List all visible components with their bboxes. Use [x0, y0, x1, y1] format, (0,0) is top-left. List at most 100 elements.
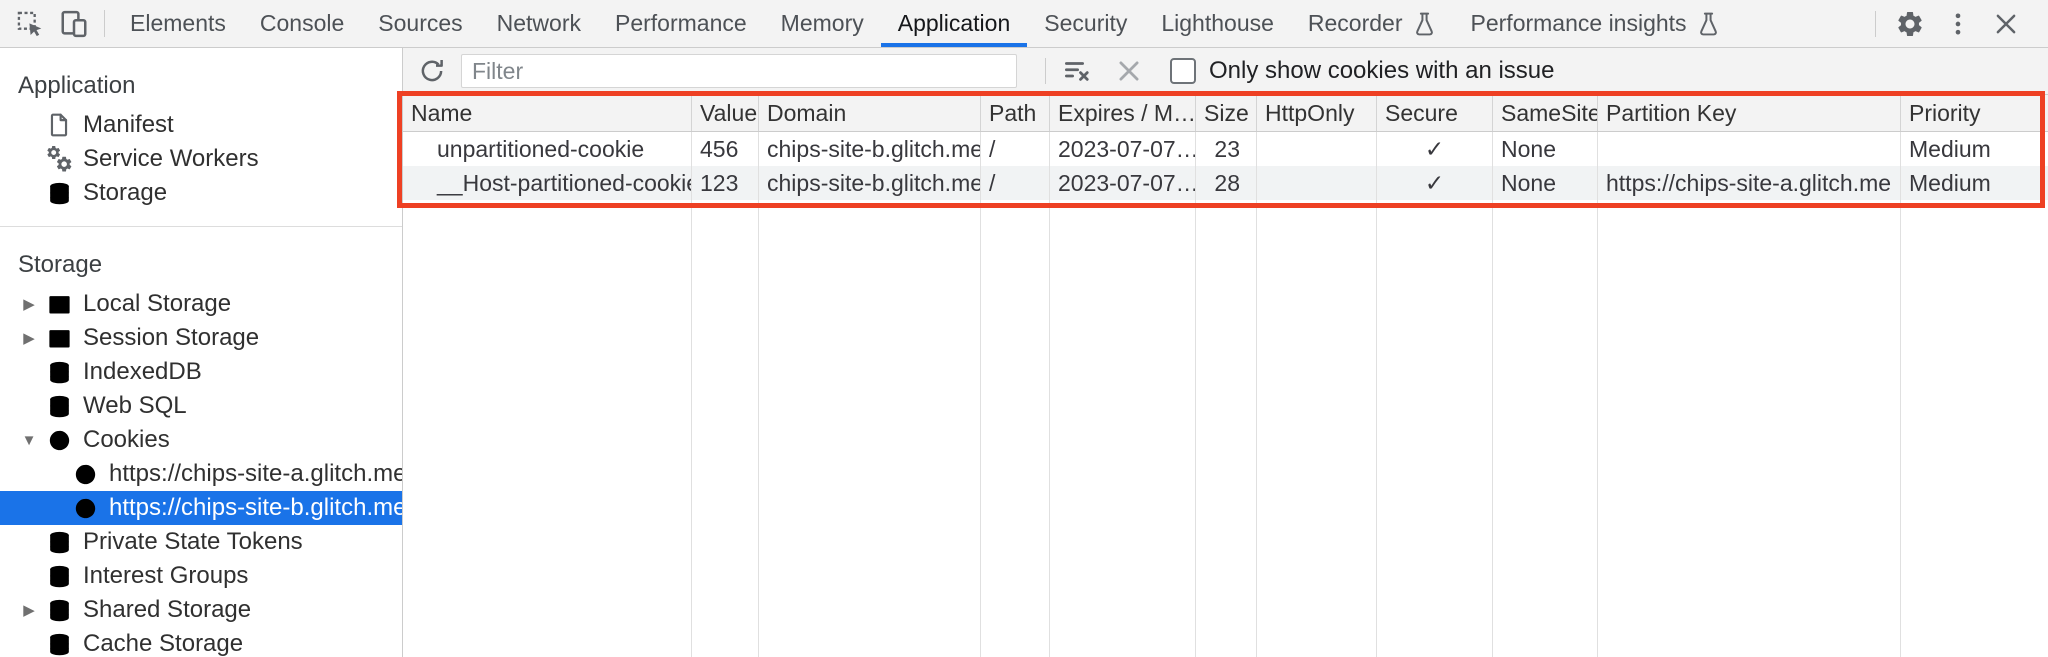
cell-path[interactable]: /	[981, 132, 1050, 166]
column-header-httponly[interactable]: HttpOnly	[1257, 95, 1377, 131]
tab-elements[interactable]: Elements	[113, 0, 243, 47]
tab-label: Memory	[780, 10, 864, 36]
sidebar-item-label: Storage	[83, 179, 168, 206]
sidebar-item-private-state-tokens[interactable]: Private State Tokens	[0, 525, 402, 559]
sidebar-item-session-storage[interactable]: ▶ Session Storage	[0, 321, 402, 355]
column-header-size[interactable]: Size	[1196, 95, 1257, 131]
sidebar-item-storage[interactable]: Storage	[0, 176, 402, 210]
sidebar-item-cache-storage[interactable]: Cache Storage	[0, 627, 402, 657]
cell-partition-key[interactable]: https://chips-site-a.glitch.me	[1598, 166, 1901, 200]
cell-httponly[interactable]	[1257, 132, 1377, 166]
sidebar-item-label: Session Storage	[83, 324, 260, 351]
tabbar-right-controls	[1865, 0, 2048, 47]
database-icon	[44, 595, 74, 625]
tab-label: Performance insights	[1470, 10, 1687, 36]
column-header-partition-key[interactable]: Partition Key	[1598, 95, 1901, 131]
tab-network[interactable]: Network	[480, 0, 598, 47]
cell-priority[interactable]: Medium	[1909, 135, 1991, 162]
cell-samesite[interactable]: None	[1493, 166, 1598, 200]
tab-security[interactable]: Security	[1027, 0, 1144, 47]
sidebar-item-shared-storage[interactable]: ▶ Shared Storage	[0, 593, 402, 627]
tab-memory[interactable]: Memory	[764, 0, 881, 47]
cell-value[interactable]: 123	[692, 166, 759, 200]
sidebar-item-label: Private State Tokens	[83, 528, 303, 555]
inspect-element-icon[interactable]	[8, 0, 52, 47]
column-header-value[interactable]: Value	[692, 95, 759, 131]
tab-performance[interactable]: Performance	[598, 0, 764, 47]
column-header-name[interactable]: Name	[403, 95, 692, 131]
database-icon	[44, 629, 74, 657]
sidebar-item-label: https://chips-site-b.glitch.me	[109, 494, 403, 521]
column-header-priority[interactable]: Priority	[1909, 99, 1981, 126]
cell-samesite[interactable]: None	[1493, 132, 1598, 166]
cell-expires[interactable]: 2023-07-07…	[1050, 132, 1196, 166]
cookies-panel: Only show cookies with an issue Name Val…	[397, 48, 2048, 657]
sidebar-item-service-workers[interactable]: Service Workers	[0, 142, 402, 176]
divider	[0, 226, 402, 227]
tab-label: Application	[897, 10, 1011, 36]
devtools-tabbar: Elements Console Sources Network Perform…	[0, 0, 2048, 48]
table-row[interactable]: unpartitioned-cookie 456 chips-site-b.gl…	[403, 132, 2048, 166]
expand-arrow-icon[interactable]: ▶	[23, 330, 35, 347]
table-icon	[44, 289, 74, 319]
tab-label: Elements	[130, 10, 226, 36]
cell-secure-checkmark[interactable]: ✓	[1377, 132, 1493, 166]
cell-value[interactable]: 456	[692, 132, 759, 166]
column-header-domain[interactable]: Domain	[759, 95, 981, 131]
column-header-expires[interactable]: Expires / M…	[1050, 95, 1196, 131]
cell-domain[interactable]: chips-site-b.glitch.me	[759, 166, 981, 200]
sidebar-item-local-storage[interactable]: ▶ Local Storage	[0, 287, 402, 321]
refresh-icon[interactable]	[415, 54, 449, 88]
sidebar-item-cookies-chips-site-a[interactable]: https://chips-site-a.glitch.me	[0, 457, 402, 491]
database-icon	[44, 527, 74, 557]
sidebar-item-web-sql[interactable]: Web SQL	[0, 389, 402, 423]
expand-arrow-icon[interactable]: ▶	[23, 296, 35, 313]
clear-x-icon[interactable]	[1114, 56, 1144, 86]
sidebar-item-label: Local Storage	[83, 290, 232, 317]
cell-name[interactable]: unpartitioned-cookie	[403, 132, 692, 166]
sidebar-item-label: Cache Storage	[83, 630, 244, 657]
cell-size[interactable]: 28	[1196, 166, 1257, 200]
cell-path[interactable]: /	[981, 166, 1050, 200]
cell-httponly[interactable]	[1257, 166, 1377, 200]
section-title-application: Application	[18, 72, 136, 99]
tab-application[interactable]: Application	[881, 0, 1028, 47]
more-vert-icon[interactable]	[1934, 10, 1982, 38]
tab-recorder[interactable]: Recorder	[1291, 0, 1454, 47]
tab-performance-insights[interactable]: Performance insights	[1454, 0, 1738, 47]
column-gridlines	[403, 95, 2048, 657]
tab-sources[interactable]: Sources	[361, 0, 479, 47]
tab-lighthouse[interactable]: Lighthouse	[1144, 0, 1291, 47]
sidebar-item-label: IndexedDB	[83, 358, 202, 385]
sidebar-item-interest-groups[interactable]: Interest Groups	[0, 559, 402, 593]
tab-label: Network	[496, 10, 581, 36]
only-show-issue-checkbox[interactable]	[1170, 58, 1196, 84]
collapse-arrow-icon[interactable]: ▼	[21, 431, 37, 449]
tab-label: Security	[1044, 10, 1128, 36]
sidebar-item-manifest[interactable]: Manifest	[0, 108, 402, 142]
sidebar-item-label: https://chips-site-a.glitch.me	[109, 460, 403, 487]
cell-expires[interactable]: 2023-07-07…	[1050, 166, 1196, 200]
device-toolbar-icon[interactable]	[52, 0, 96, 47]
cell-size[interactable]: 23	[1196, 132, 1257, 166]
tab-console[interactable]: Console	[243, 0, 361, 47]
filter-input[interactable]	[461, 54, 1017, 88]
close-icon[interactable]	[1982, 9, 2030, 39]
cell-priority[interactable]: Medium	[1909, 169, 1991, 196]
column-header-samesite[interactable]: SameSite	[1493, 95, 1598, 131]
sidebar-item-cookies[interactable]: ▼ Cookies	[0, 423, 402, 457]
clear-filter-icon[interactable]	[1062, 56, 1092, 86]
table-row[interactable]: __Host-partitioned-cookie 123 chips-site…	[403, 166, 2048, 200]
cell-secure-checkmark[interactable]: ✓	[1377, 166, 1493, 200]
gear-icon[interactable]	[1886, 9, 1934, 39]
section-title-storage: Storage	[18, 251, 103, 278]
cell-name[interactable]: __Host-partitioned-cookie	[403, 166, 692, 200]
column-header-path[interactable]: Path	[981, 95, 1050, 131]
expand-arrow-icon[interactable]: ▶	[23, 602, 35, 619]
sidebar-item-cookies-chips-site-b[interactable]: https://chips-site-b.glitch.me	[0, 491, 402, 525]
divider	[104, 10, 105, 37]
sidebar-item-indexeddb[interactable]: IndexedDB	[0, 355, 402, 389]
column-header-secure[interactable]: Secure	[1377, 95, 1493, 131]
cell-domain[interactable]: chips-site-b.glitch.me	[759, 132, 981, 166]
cell-partition-key[interactable]	[1598, 132, 1901, 166]
